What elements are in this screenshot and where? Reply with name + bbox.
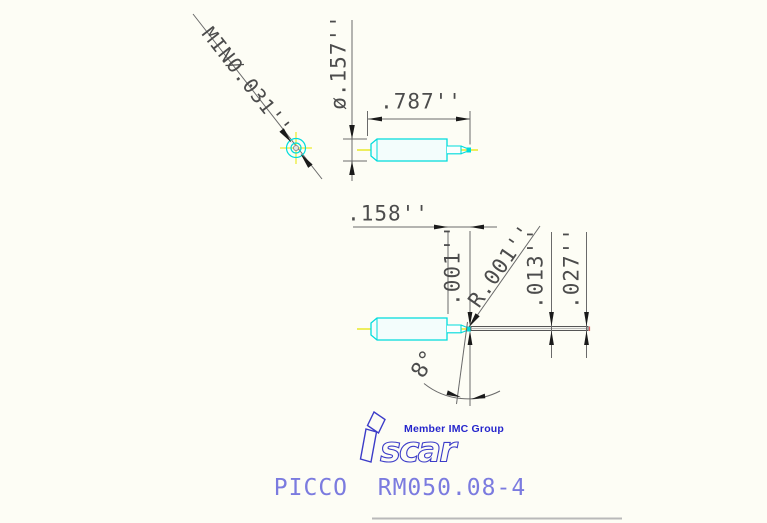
blade-width-inner-label: .013'' [523, 227, 548, 309]
drawing-title: PICCO RM050.08-4 [273, 475, 527, 501]
overall-length-label: .787'' [380, 89, 462, 114]
iscar-logo: scar [359, 410, 462, 471]
logo-flag-mark [366, 410, 386, 435]
member-imc-group-label: Member IMC Group [404, 423, 505, 435]
side-view-tool [357, 317, 591, 341]
blade-width-inner-dimension [549, 232, 554, 358]
head-length-label: .158'' [347, 201, 429, 226]
corner-radius-leader [468, 225, 541, 328]
top-view-tool [357, 138, 478, 162]
flank-angle-dimension [423, 321, 501, 405]
head-length-dimension [353, 224, 497, 321]
shank-dia-dimension [343, 20, 367, 181]
logo-stem-mark [359, 428, 378, 463]
blade-width-outer-label: .027'' [559, 227, 584, 309]
logo-wordmark: scar [380, 431, 459, 471]
shank-dia-label: ø.157'' [326, 14, 351, 110]
detail-target [279, 128, 313, 168]
tip-offset-dimension [467, 312, 473, 406]
tip-offset-label: .001'' [440, 224, 465, 306]
overall-length-dimension [367, 111, 471, 145]
min-bore-leader [192, 13, 323, 180]
blade-width-outer-dimension [584, 232, 589, 358]
